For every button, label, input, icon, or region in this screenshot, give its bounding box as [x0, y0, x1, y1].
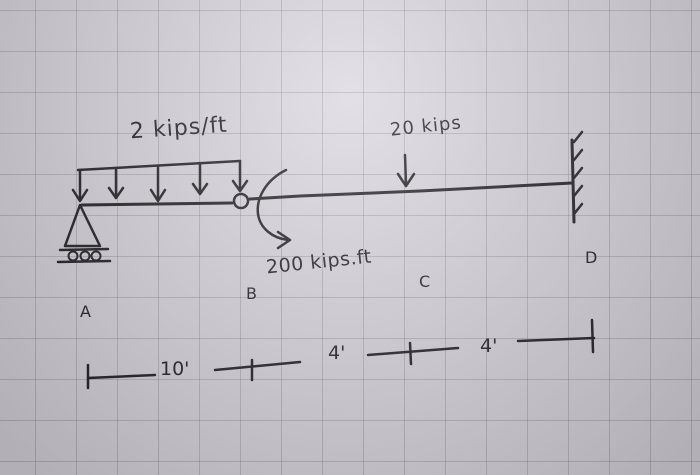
- pin-support-a: [56, 203, 112, 264]
- moment-arc: [256, 168, 290, 242]
- load-arrow-4: [191, 161, 209, 196]
- dimension-line: [86, 318, 596, 390]
- moment-arrowhead: [276, 230, 292, 250]
- distributed-load-arrows: [71, 159, 249, 203]
- load-arrow-2: [107, 166, 125, 200]
- beam: [80, 181, 574, 207]
- fixed-support-d: [570, 130, 584, 224]
- point-c-label: C: [419, 272, 431, 291]
- point-load-arrow: [396, 153, 416, 188]
- point-a-label: A: [80, 302, 91, 321]
- dimension-cd-label: 4': [480, 335, 498, 357]
- dimension-ab-label: 10': [160, 358, 190, 380]
- load-arrow-5: [231, 159, 249, 193]
- load-arrow-3: [149, 164, 167, 203]
- dimension-bc-label: 4': [328, 342, 346, 364]
- point-b-label: B: [246, 284, 257, 303]
- hinge-b: [232, 192, 250, 210]
- point-d-label: D: [585, 248, 598, 267]
- load-arrow-1: [71, 168, 89, 203]
